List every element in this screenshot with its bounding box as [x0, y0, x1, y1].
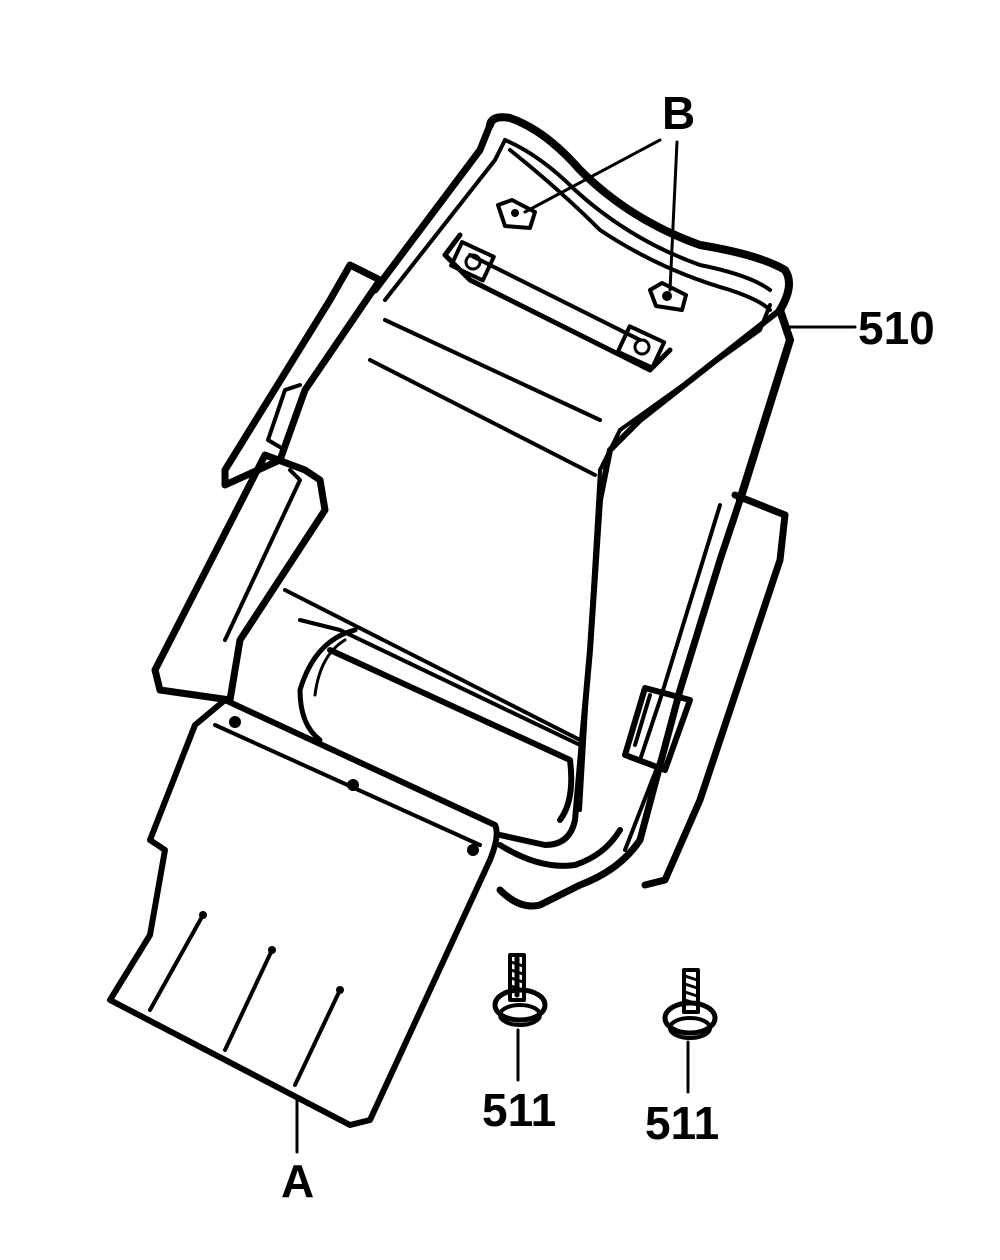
callout-510: 510 [858, 302, 935, 354]
right-side-flange [622, 491, 789, 889]
clip-slot-left [449, 240, 496, 283]
screw-511-left [492, 953, 548, 1027]
callout-a: A [281, 1155, 315, 1207]
left-side-flange [151, 261, 384, 704]
callout-511-left: 511 [482, 1084, 557, 1136]
clip-slot-right [615, 324, 667, 370]
leader-lines [295, 138, 857, 1154]
leader-b-right [668, 140, 679, 292]
flap-a [107, 697, 500, 1128]
mounting-boss-left [496, 198, 537, 230]
callout-511-right: 511 [645, 1097, 720, 1149]
housing-510 [151, 113, 794, 910]
mounting-boss-right [648, 281, 688, 312]
screw-511-right [662, 968, 718, 1040]
leader-b-left [523, 138, 662, 214]
callout-b: B [662, 87, 696, 139]
